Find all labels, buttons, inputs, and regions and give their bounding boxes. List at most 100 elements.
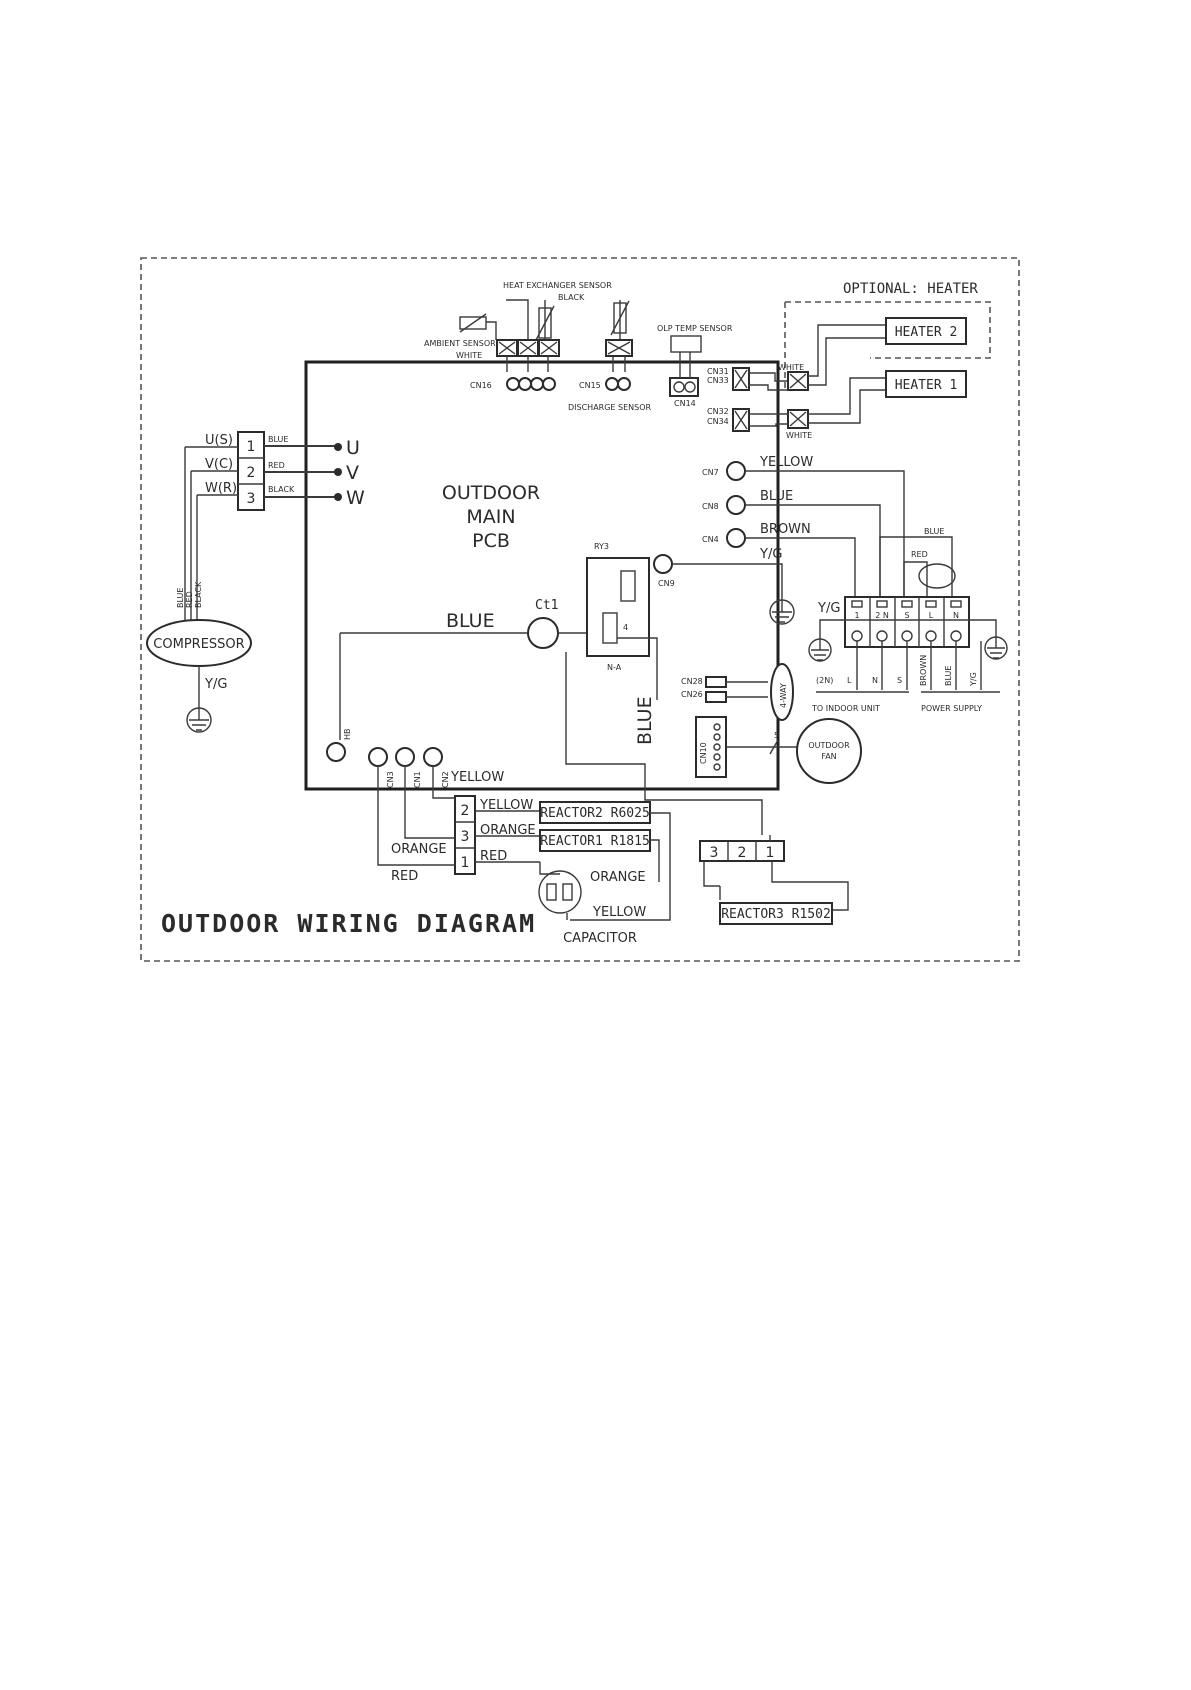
uvw-wires — [264, 445, 336, 498]
four-way-label: 4-WAY — [779, 683, 788, 708]
cn1-connector — [395, 747, 415, 767]
white-label-top: WHITE — [778, 363, 804, 372]
sensor-wires — [486, 299, 621, 340]
yellow-r2-label: YELLOW — [479, 798, 533, 813]
tb-l: L — [929, 611, 934, 620]
vwire-red: RED — [185, 591, 194, 608]
red-left-label: RED — [391, 869, 418, 884]
fan-wire-count: 5 — [774, 731, 779, 740]
cn9-label: CN9 — [658, 579, 675, 588]
ct1-label: Ct1 — [535, 598, 558, 613]
sensor-leads — [506, 356, 626, 372]
tb-ground-wire-right — [969, 619, 997, 638]
heater1-wires-b — [808, 377, 886, 424]
outdoor-fan-label-2: FAN — [821, 752, 836, 761]
cn16-label: CN16 — [470, 381, 492, 390]
reactor3-box — [719, 902, 833, 925]
ambient-sensor-thermistor — [459, 313, 487, 333]
reactor-terminal-block — [454, 795, 476, 875]
comp-vc-label: V(C) — [205, 457, 233, 472]
diagram-frame — [140, 257, 1020, 962]
brown-wire-label: BROWN — [760, 522, 811, 537]
blue-wire-label-right: BLUE — [760, 489, 793, 504]
yellow-wire-label: YELLOW — [759, 455, 813, 470]
relay-contact — [602, 612, 618, 644]
tb-ground-icon-left — [808, 638, 832, 662]
rtb-1: 1 — [461, 855, 470, 871]
yellow-cap-label: YELLOW — [592, 905, 646, 920]
optional-heater-label: OPTIONAL: HEATER — [843, 281, 978, 297]
tb-s: S — [904, 611, 909, 620]
rtb-3: 3 — [461, 829, 470, 845]
wire-black-label: BLACK — [268, 485, 295, 494]
blue-wire-label: BLUE — [446, 610, 495, 632]
diagram-title: OUTDOOR WIRING DIAGRAM — [161, 909, 536, 938]
cn33-label: CN33 — [707, 376, 729, 385]
fan-wire-count-slash — [769, 739, 779, 755]
tb-ground-wire — [819, 619, 845, 640]
cn15-plug — [605, 339, 633, 357]
orange-cap-label: ORANGE — [590, 870, 646, 885]
heater2-wires-a — [749, 372, 788, 391]
cn4-label: CN4 — [702, 535, 719, 544]
relay-na-label: N-A — [607, 663, 622, 672]
wire-blue-label: BLUE — [268, 435, 288, 444]
comp-term-3: 3 — [247, 491, 256, 507]
comp-wr-label: W(R) — [205, 481, 237, 496]
cn14-connector — [669, 377, 699, 397]
tb-bottom-blue: BLUE — [944, 666, 953, 686]
capacitor-pin-b — [562, 883, 573, 901]
reactor3-label: REACTOR3 R1502 — [721, 907, 831, 922]
cn32-cn34-connector — [732, 408, 750, 432]
terminal-bridge-wires — [879, 536, 953, 597]
cn1-label: CN1 — [413, 771, 422, 788]
pcb-outline — [304, 360, 780, 791]
power-supply-label: POWER SUPPLY — [921, 704, 982, 713]
heater-region — [784, 301, 991, 390]
relay-pin-label: 4 — [623, 623, 628, 632]
cn14-label: CN14 — [674, 399, 696, 408]
reactor3-terminal-block — [699, 840, 785, 862]
orange-left-label: ORANGE — [391, 842, 447, 857]
to-indoor-unit-label: TO INDOOR UNIT — [811, 704, 880, 713]
cn7-connector — [726, 461, 746, 481]
tb-bottom-2n: (2N) — [816, 676, 833, 685]
cn10-connector — [695, 716, 727, 778]
pcb-label-main: MAIN — [466, 506, 515, 528]
u-dot — [334, 443, 342, 451]
tb-1: 1 — [854, 611, 859, 620]
heater1-box — [885, 370, 967, 398]
cn15-label: CN15 — [579, 381, 601, 390]
comp-us-label: U(S) — [205, 433, 233, 448]
reactor-input-wires — [377, 766, 455, 866]
capacitor — [538, 870, 582, 914]
cn16-plug — [496, 339, 560, 357]
cn26-label: CN26 — [681, 690, 703, 699]
vwire-black: BLACK — [194, 581, 203, 608]
cn4-connector — [726, 528, 746, 548]
compressor-terminal-dividers — [238, 457, 264, 485]
tb-2n: 2 N — [875, 611, 889, 620]
blue-ct-to-reactor-wire — [565, 652, 763, 835]
compressor-ground-icon — [186, 705, 212, 733]
compressor-label: COMPRESSOR — [153, 637, 244, 652]
pcb-label-outdoor: OUTDOOR — [442, 482, 540, 504]
tb-bottom-yg: Y/G — [969, 672, 978, 687]
cn9-connector — [653, 554, 673, 574]
cn16-connector — [506, 377, 556, 391]
red-r1-label: RED — [480, 849, 507, 864]
pcb-label-pcb: PCB — [472, 530, 510, 552]
phase-w: W — [346, 487, 365, 509]
cn2-connector — [423, 747, 443, 767]
w-dot — [334, 493, 342, 501]
comp-term-1: 1 — [247, 439, 256, 455]
heater2-label: HEATER 2 — [895, 325, 958, 340]
tb-bottom-s: S — [897, 676, 902, 685]
capacitor-label: CAPACITOR — [563, 931, 637, 946]
cn28-label: CN28 — [681, 677, 703, 686]
outdoor-fan — [796, 718, 862, 784]
r3tb-3: 3 — [710, 845, 719, 861]
discharge-sensor-label: DISCHARGE SENSOR — [568, 403, 652, 412]
